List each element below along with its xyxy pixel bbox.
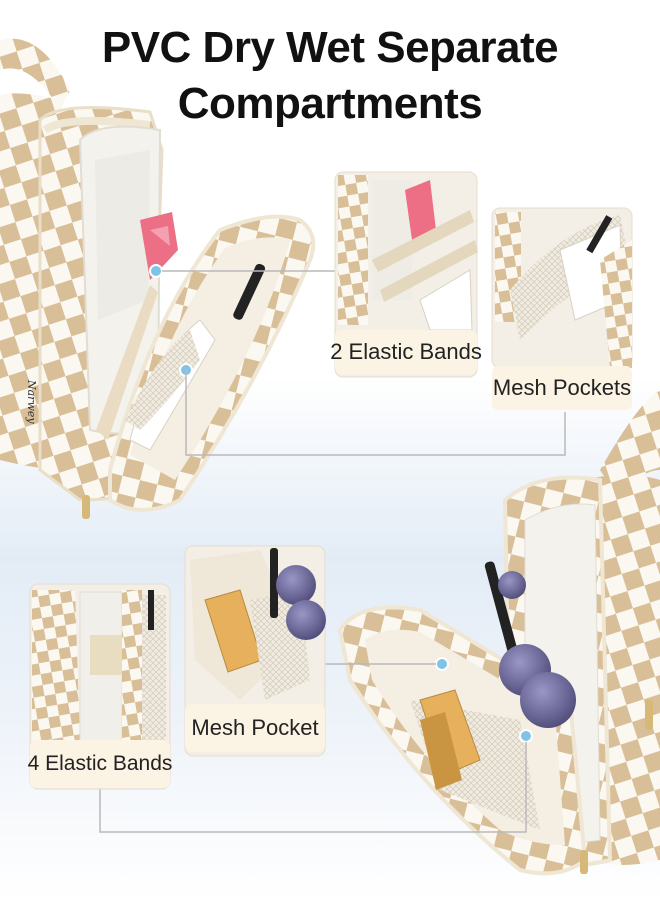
top-bag-illustration: [0, 38, 316, 519]
thumbnail-mesh-pocket-bottom: [184, 545, 326, 757]
thumbnail-elastic-bands-top: [334, 171, 478, 378]
brand-tag: Narwey: [25, 379, 38, 424]
label-4-elastic-bands: 4 Elastic Bands: [28, 740, 172, 788]
label-mesh-pockets: Mesh Pockets: [492, 366, 632, 410]
bottom-bag-illustration: [337, 390, 660, 876]
label-mesh-pocket: Mesh Pocket: [185, 704, 325, 752]
connector-lines-top: [162, 270, 566, 456]
thumbnail-elastic-bands-bottom: [29, 583, 171, 790]
thumbnail-mesh-pockets-top: [491, 207, 633, 369]
connector-lines-bottom: [99, 663, 527, 833]
headline-line-2: Compartments: [177, 79, 483, 128]
label-2-elastic-bands: 2 Elastic Bands: [330, 330, 482, 374]
headline-line-1: PVC Dry Wet Separate: [101, 23, 559, 72]
